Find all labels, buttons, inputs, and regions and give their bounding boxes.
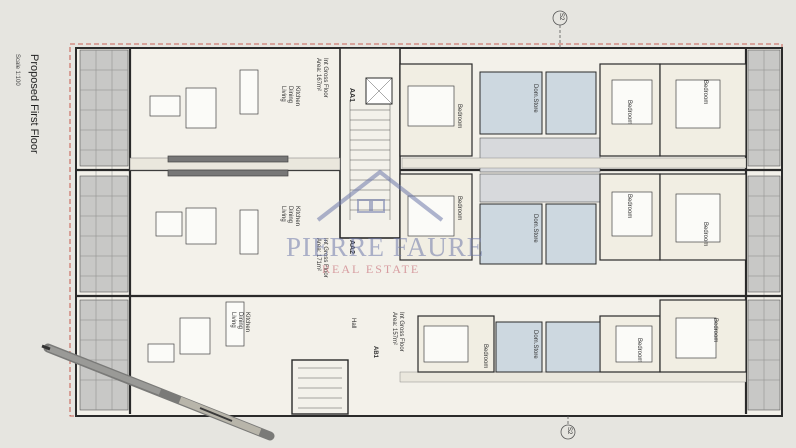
watermark-house-logo bbox=[316, 169, 444, 222]
bedroom-label-4: Bedroom bbox=[626, 100, 632, 125]
dom-store-label-3: Dom.Store bbox=[532, 330, 538, 359]
bedroom-label-1: Bedroom bbox=[456, 104, 462, 129]
ab1-label: AB1 bbox=[372, 346, 378, 359]
dom-store-label-2: Dom.Store bbox=[532, 214, 538, 243]
hall-label: Hall bbox=[350, 318, 356, 329]
living-label-aa1: Kitchen Dining Living bbox=[280, 86, 300, 107]
unit-area-aa3: Int Gross Floor Area: 157m² bbox=[391, 312, 404, 352]
watermark-brand-name: PIERRE FAURE bbox=[286, 232, 485, 262]
section-mark-bottom: S2 bbox=[566, 427, 572, 435]
right-terraces bbox=[747, 49, 781, 411]
stores-baths bbox=[479, 71, 601, 373]
section-marks bbox=[552, 10, 576, 440]
bed-furniture bbox=[407, 79, 721, 363]
living-label-aa3: Kitchen Dining Living bbox=[230, 312, 250, 333]
drawing-scale: Scale 1:100 bbox=[14, 54, 20, 86]
bedroom-label-8: Bedroom bbox=[636, 338, 642, 363]
bedroom-label-9: Bedroom bbox=[712, 318, 718, 343]
unit-area-aa1: Int Gross Floor Area: 167m² bbox=[315, 58, 328, 98]
bedroom-label-5: Bedroom bbox=[702, 80, 708, 105]
watermark-brand-tagline: REAL ESTATE bbox=[322, 262, 421, 276]
unit-id-aa1: AA1 bbox=[348, 88, 355, 103]
section-mark-top: S2 bbox=[558, 13, 564, 21]
bedroom-label-6: Bedroom bbox=[626, 194, 632, 219]
bedroom-label-3: Bedroom bbox=[482, 344, 488, 369]
dom-store-label-1: Dom.Store bbox=[532, 84, 538, 113]
bedroom-label-7: Bedroom bbox=[702, 222, 708, 247]
left-terraces bbox=[79, 49, 129, 411]
mechanical-pencil bbox=[41, 343, 275, 441]
bedroom-label-2: Bedroom bbox=[456, 196, 462, 221]
living-furniture bbox=[147, 69, 289, 363]
drawing-title: Proposed First Floor bbox=[28, 54, 40, 154]
